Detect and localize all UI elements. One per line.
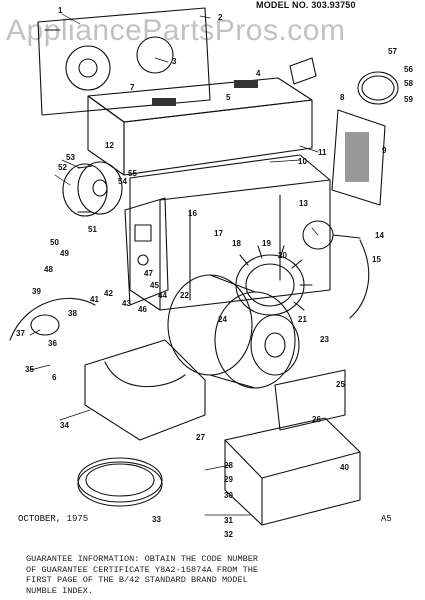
- callout-20: 20: [278, 251, 287, 260]
- leader-lines: [29, 13, 319, 516]
- callout-32: 32: [224, 530, 233, 539]
- blower-wheel: [62, 161, 123, 217]
- callout-34: 34: [60, 421, 69, 430]
- callout-15: 15: [372, 255, 381, 264]
- callout-39: 39: [32, 287, 41, 296]
- back-panel: [37, 7, 211, 116]
- callout-23: 23: [320, 335, 329, 344]
- callout-43: 43: [122, 299, 131, 308]
- callout-3: 3: [172, 57, 177, 66]
- callout-10: 10: [298, 157, 307, 166]
- model-number: MODEL NO. 303.93750: [256, 0, 356, 10]
- guarantee-line: NUMBLE INDEX.: [26, 585, 94, 596]
- callout-6: 6: [52, 373, 57, 382]
- control-bracket: [124, 197, 169, 306]
- drive-belt: [357, 71, 399, 105]
- callout-18: 18: [232, 239, 241, 248]
- callout-25: 25: [336, 380, 345, 389]
- callout-40: 40: [340, 463, 349, 472]
- guarantee-line: OF GUARANTEE CERTIFICATE Y8A2-15874A FRO…: [26, 564, 259, 575]
- timer-knob: [9, 297, 96, 341]
- callout-7: 7: [130, 83, 135, 92]
- capacitor: [302, 220, 370, 319]
- callout-29: 29: [224, 475, 233, 484]
- callout-8: 8: [340, 93, 345, 102]
- callout-37: 37: [16, 329, 25, 338]
- callout-51: 51: [88, 225, 97, 234]
- guarantee-line: GUARANTEE INFORMATION: OBTAIN THE CODE N…: [26, 554, 259, 564]
- callout-1: 1: [58, 6, 63, 15]
- callout-5: 5: [226, 93, 231, 102]
- callout-13: 13: [299, 199, 308, 208]
- frame-bulkhead: [129, 154, 331, 311]
- guarantee-information: GUARANTEE INFORMATION: OBTAIN THE CODE N…: [26, 554, 418, 596]
- drum: [167, 274, 300, 389]
- callout-47: 47: [144, 269, 153, 278]
- screen-panel: [274, 369, 346, 431]
- callout-53: 53: [66, 153, 75, 162]
- callout-24: 24: [218, 315, 227, 324]
- callout-19: 19: [262, 239, 271, 248]
- callout-12: 12: [105, 141, 114, 150]
- callout-42: 42: [104, 289, 113, 298]
- callout-57: 57: [388, 47, 397, 56]
- side-panel: [331, 109, 386, 206]
- callout-14: 14: [375, 231, 384, 240]
- callout-labels: 1 2 3 4 5 6 7 8 9 10 11 12 13 14 15 16 1…: [16, 6, 413, 539]
- callout-45: 45: [150, 281, 159, 290]
- page-code: A5: [381, 514, 392, 524]
- callout-21: 21: [298, 315, 307, 324]
- callout-36: 36: [48, 339, 57, 348]
- callout-28: 28: [224, 461, 233, 470]
- callout-58: 58: [404, 79, 413, 88]
- callout-22: 22: [180, 291, 189, 300]
- callout-59: 59: [404, 95, 413, 104]
- diagram-date: OCTOBER, 1975: [18, 514, 89, 524]
- motor: [235, 245, 313, 316]
- callout-33: 33: [152, 515, 161, 524]
- lint-tray: [84, 339, 206, 441]
- hose-coil: [77, 457, 163, 507]
- callout-38: 38: [68, 309, 77, 318]
- callout-56: 56: [404, 65, 413, 74]
- callout-30: 30: [224, 491, 233, 500]
- callout-16: 16: [188, 209, 197, 218]
- callout-54: 54: [118, 177, 127, 186]
- callout-44: 44: [158, 291, 167, 300]
- callout-52: 52: [58, 163, 67, 172]
- callout-55: 55: [128, 169, 137, 178]
- callout-49: 49: [60, 249, 69, 258]
- callout-2: 2: [218, 13, 223, 22]
- callout-41: 41: [90, 295, 99, 304]
- guarantee-line: FIRST PAGE OF THE B/42 STANDARD BRAND MO…: [26, 575, 248, 585]
- callout-27: 27: [196, 433, 205, 442]
- callout-35: 35: [25, 365, 34, 374]
- water-pan: [224, 417, 361, 526]
- callout-50: 50: [50, 238, 59, 247]
- callout-11: 11: [318, 148, 327, 157]
- callout-31: 31: [224, 516, 233, 525]
- callout-26: 26: [312, 415, 321, 424]
- callout-4: 4: [256, 69, 261, 78]
- callout-48: 48: [44, 265, 53, 274]
- callout-46: 46: [138, 305, 147, 314]
- callout-17: 17: [214, 229, 223, 238]
- callout-9: 9: [382, 146, 387, 155]
- top-cabinet: [87, 57, 317, 176]
